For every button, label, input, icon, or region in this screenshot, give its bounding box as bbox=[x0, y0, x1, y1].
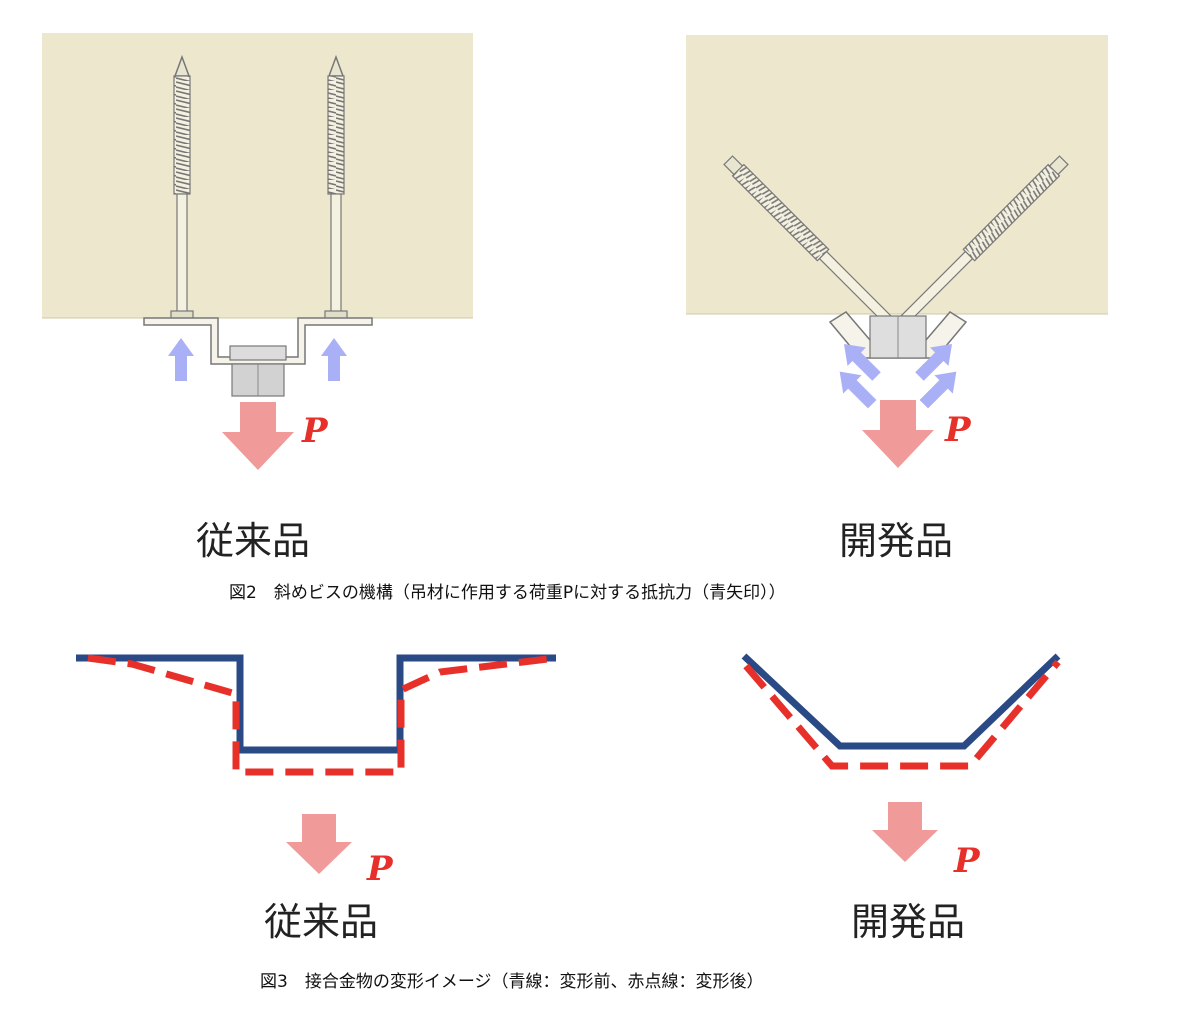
load-label-p: P bbox=[301, 411, 329, 451]
load-arrow-right bbox=[862, 400, 934, 468]
load-arrow-fig3-right bbox=[872, 802, 938, 862]
load-label-p: P bbox=[944, 410, 972, 450]
reaction-arrow-up-right bbox=[321, 338, 347, 381]
label-developed: 開発品 bbox=[839, 519, 953, 563]
load-arrow-fig3-left bbox=[286, 814, 352, 874]
reaction-arrow-diag-right-lower bbox=[919, 371, 957, 409]
nut bbox=[229, 345, 287, 397]
figure3-caption: 図3 接合金物の変形イメージ（青線：変形前、赤点線：変形後） bbox=[260, 972, 763, 992]
reaction-arrow-diag-left-lower bbox=[839, 371, 877, 409]
reaction-arrow-diag-left-upper bbox=[844, 344, 881, 381]
figure2-caption: 図2 斜めビスの機構（吊材に作用する荷重Pに対する抵抗力（青矢印）） bbox=[229, 583, 786, 603]
fig3-developed: P bbox=[741, 653, 1061, 881]
screw-left-2 bbox=[324, 54, 348, 320]
reaction-arrow-up-left bbox=[168, 338, 194, 381]
label-conventional: 従来品 bbox=[196, 519, 310, 563]
fig3-conventional: P bbox=[76, 654, 557, 889]
label-conventional: 従来品 bbox=[264, 900, 378, 944]
label-developed: 開発品 bbox=[851, 900, 965, 944]
load-label-p: P bbox=[366, 849, 394, 889]
screw-diagonal-1 bbox=[723, 155, 899, 331]
shape-before-deformation bbox=[76, 654, 556, 754]
wood-block-left bbox=[42, 33, 473, 318]
shape-after-deformation bbox=[743, 659, 1061, 770]
fig2-developed: P bbox=[686, 35, 1108, 468]
screw-diagonal-2 bbox=[893, 155, 1069, 331]
fig2-conventional: P bbox=[42, 33, 473, 470]
bracket-hat bbox=[143, 317, 373, 365]
shape-after-deformation bbox=[87, 654, 557, 776]
reaction-arrow-diag-right-upper bbox=[915, 344, 952, 381]
screw-left-1 bbox=[170, 54, 194, 320]
load-label-p: P bbox=[953, 841, 981, 881]
shape-before-deformation bbox=[741, 653, 1061, 750]
load-arrow-left bbox=[222, 402, 294, 470]
nut-developed bbox=[869, 315, 927, 359]
